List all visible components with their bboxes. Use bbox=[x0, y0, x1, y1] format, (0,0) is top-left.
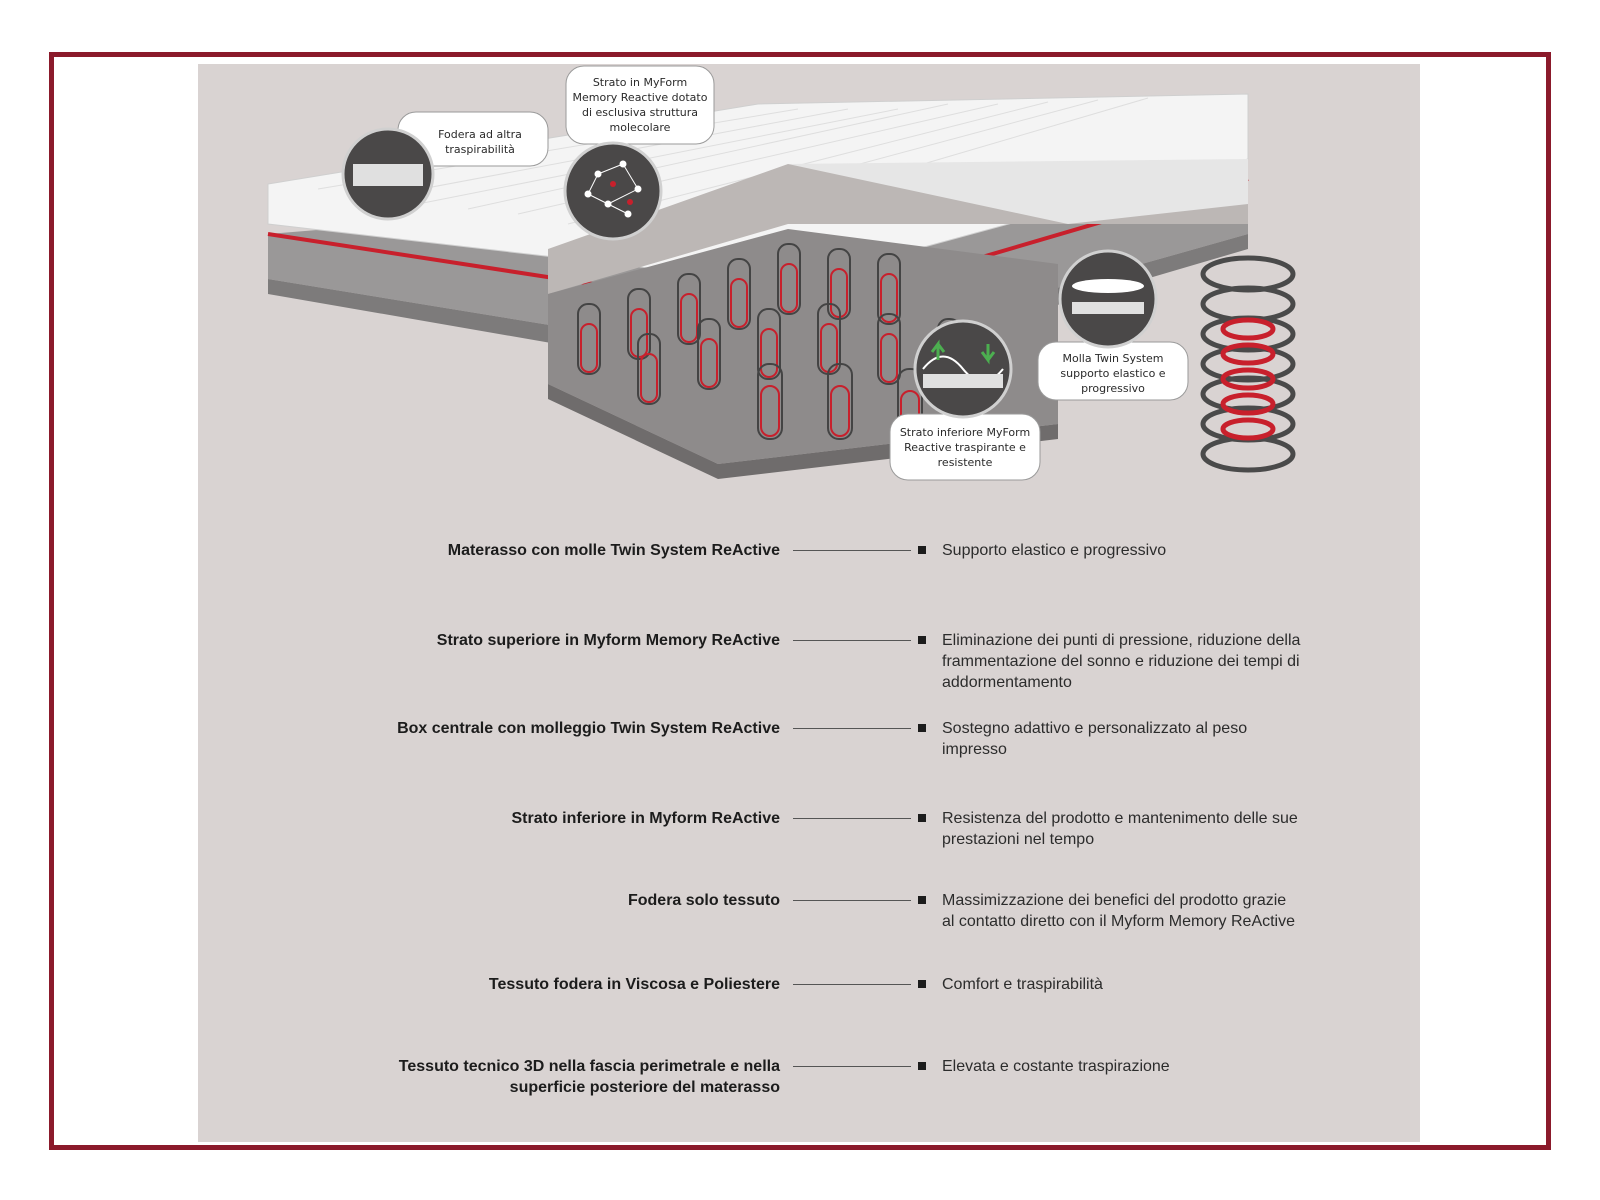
feature-description: Elevata e costante traspirazione bbox=[942, 1058, 1170, 1075]
feature-label: Strato superiore in Myform Memory ReActi… bbox=[436, 632, 780, 649]
feature-description: Sostegno adattivo e personalizzato al pe… bbox=[942, 720, 1248, 758]
connector-line bbox=[793, 1066, 911, 1067]
feature-description: Supporto elastico e progressivo bbox=[942, 542, 1167, 559]
connector-line bbox=[793, 640, 911, 641]
feature-description: Resistenza del prodotto e mantenimento d… bbox=[942, 810, 1298, 848]
callout-cover-line1: Fodera ad altra bbox=[438, 128, 522, 141]
callout-top-line3: di esclusiva struttura bbox=[582, 106, 698, 119]
callout-spring-line3: progressivo bbox=[1081, 382, 1145, 395]
feature-label: Fodera solo tessuto bbox=[627, 892, 780, 909]
callout-bottom-line1: Strato inferiore MyForm bbox=[900, 426, 1030, 439]
bullet-square bbox=[918, 814, 926, 822]
callout-top-line1: Strato in MyForm bbox=[593, 76, 687, 89]
feature-label: Tessuto fodera in Viscosa e Poliestere bbox=[488, 976, 780, 993]
bullet-square bbox=[918, 896, 926, 904]
feature-label: Box centrale con molleggio Twin System R… bbox=[397, 720, 780, 737]
feature-description: Eliminazione dei punti di pressione, rid… bbox=[942, 632, 1301, 691]
arrow-down-icon bbox=[980, 344, 996, 365]
callout-spring: Molla Twin System supporto elastico e pr… bbox=[1037, 249, 1189, 401]
feature-list: Materasso con molle Twin System ReActive… bbox=[198, 540, 1420, 1120]
feature-label: Materasso con molle Twin System ReActive bbox=[447, 542, 780, 559]
bullet-square bbox=[918, 636, 926, 644]
callout-top-line2: Memory Reactive dotato bbox=[573, 91, 708, 104]
single-spring-illustration bbox=[1200, 255, 1296, 473]
callout-bottom-layer: Strato inferiore MyForm Reactive traspir… bbox=[889, 319, 1041, 481]
springs-grid bbox=[577, 243, 961, 445]
callout-top-layer: Strato in MyForm Memory Reactive dotato … bbox=[563, 65, 715, 241]
callout-bottom-line2: Reactive traspirante e bbox=[904, 441, 1026, 454]
feature-description: Massimizzazione dei benefici del prodott… bbox=[942, 892, 1296, 930]
callout-cover-line2: traspirabilità bbox=[445, 143, 515, 156]
callout-cover: Fodera ad altra traspirabilità bbox=[341, 111, 549, 221]
callout-top-line4: molecolare bbox=[610, 121, 671, 134]
bullet-square bbox=[918, 1062, 926, 1070]
connector-line bbox=[793, 818, 911, 819]
mattress-illustration: Fodera ad altra traspirabilità Strato in… bbox=[267, 65, 1296, 481]
bullet-square bbox=[918, 724, 926, 732]
connector-line bbox=[793, 984, 911, 985]
arrow-up-icon bbox=[930, 339, 946, 360]
connector-line bbox=[793, 550, 911, 551]
callout-spring-line2: supporto elastico e bbox=[1060, 367, 1165, 380]
callout-spring-line1: Molla Twin System bbox=[1062, 352, 1163, 365]
feature-label: Strato inferiore in Myform ReActive bbox=[511, 810, 781, 827]
bullet-square bbox=[918, 546, 926, 554]
molecule-icon bbox=[563, 141, 663, 241]
callout-bottom-line3: resistente bbox=[938, 456, 993, 469]
bullet-square bbox=[918, 980, 926, 988]
feature-description: Comfort e traspirabilità bbox=[942, 976, 1103, 993]
feature-label: Tessuto tecnico 3D nella fascia perimetr… bbox=[398, 1058, 780, 1096]
body-support-icon bbox=[1058, 249, 1158, 349]
connector-line bbox=[793, 900, 911, 901]
connector-line bbox=[793, 728, 911, 729]
